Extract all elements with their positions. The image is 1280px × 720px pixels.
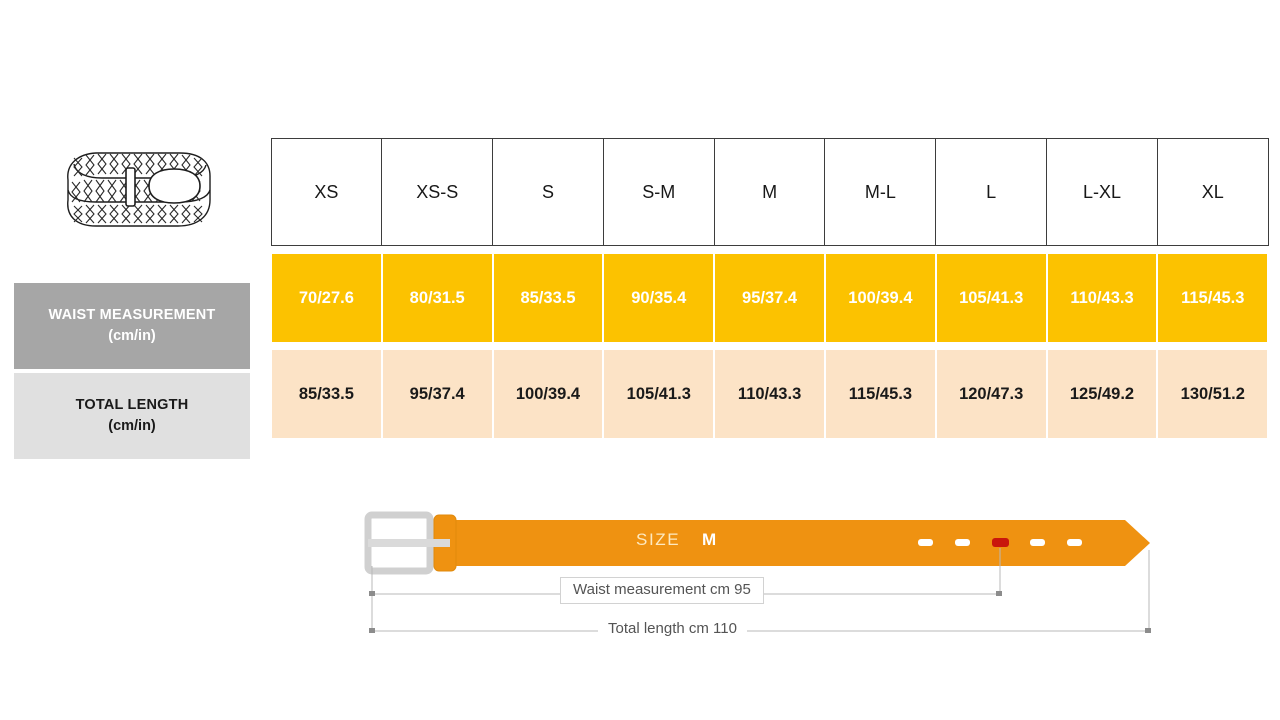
table-spacer-cell — [271, 245, 1269, 254]
length-value-cell: 110/43.3 — [713, 350, 826, 438]
size-chart-table: XS XS-S S S-M M M-L L L-XL XL 70/27.6 80… — [270, 138, 1270, 438]
length-value-cell: 130/51.2 — [1156, 350, 1270, 438]
row-label-waist-measurement: WAIST MEASUREMENT (cm/in) — [14, 283, 250, 369]
table-row-waist-measurement: 70/27.6 80/31.5 85/33.5 90/35.4 95/37.4 … — [270, 254, 1270, 342]
waist-value-cell: 95/37.4 — [713, 254, 826, 342]
size-header-cell: S — [492, 138, 604, 246]
row-label-length-units: (cm/in) — [108, 418, 156, 434]
waist-value-cell: 115/45.3 — [1156, 254, 1270, 342]
size-header-cell: S-M — [602, 138, 715, 246]
waist-value-cell: 100/39.4 — [823, 254, 937, 342]
length-value-cell: 120/47.3 — [934, 350, 1048, 438]
row-label-total-length: TOTAL LENGTH (cm/in) — [14, 373, 250, 459]
length-value-cell: 105/41.3 — [602, 350, 716, 438]
length-value-cell: 115/45.3 — [823, 350, 937, 438]
row-label-waist-title: WAIST MEASUREMENT — [48, 306, 216, 323]
table-row-total-length: 85/33.5 95/37.4 100/39.4 105/41.3 110/43… — [270, 350, 1270, 438]
waist-value-cell: 110/43.3 — [1045, 254, 1159, 342]
table-spacer — [271, 342, 1269, 350]
table-spacer-cell — [271, 342, 1269, 350]
waist-value-cell: 85/33.5 — [491, 254, 605, 342]
waist-measurement-callout: Waist measurement cm 95 — [560, 577, 764, 604]
size-header-cell: XS — [270, 138, 383, 246]
total-length-callout: Total length cm 110 — [598, 618, 747, 639]
size-header-cell: XS-S — [381, 138, 494, 246]
dimension-end-ticks — [369, 591, 1151, 633]
size-header-cell: XL — [1156, 138, 1269, 246]
waist-value-cell: 105/41.3 — [934, 254, 1048, 342]
waist-value-cell: 70/27.6 — [270, 254, 383, 342]
braided-belt-icon — [67, 152, 211, 227]
row-label-waist-units: (cm/in) — [108, 328, 156, 344]
length-value-cell: 100/39.4 — [491, 350, 605, 438]
row-label-length-title: TOTAL LENGTH — [75, 396, 189, 413]
belt-hole — [955, 539, 970, 546]
belt-size-value: M — [702, 530, 717, 549]
waist-value-cell: 90/35.4 — [602, 254, 716, 342]
table-row-sizes: XS XS-S S S-M M M-L L L-XL XL — [270, 138, 1269, 246]
length-value-cell: 125/49.2 — [1045, 350, 1159, 438]
table-spacer — [271, 245, 1269, 254]
size-header-cell: M — [713, 138, 826, 246]
size-header-cell: M-L — [824, 138, 937, 246]
belt-hole-active — [992, 538, 1009, 547]
length-value-cell: 85/33.5 — [270, 350, 383, 438]
belt-size-label: SIZE — [636, 530, 681, 549]
belt-buckle-prong — [368, 539, 450, 547]
length-value-cell: 95/37.4 — [380, 350, 494, 438]
belt-strap — [420, 520, 1150, 566]
size-header-cell: L — [935, 138, 1048, 246]
belt-hole — [918, 539, 933, 546]
size-header-cell: L-XL — [1046, 138, 1158, 246]
belt-hole — [1030, 539, 1045, 546]
waist-value-cell: 80/31.5 — [380, 254, 494, 342]
belt-measurement-diagram — [364, 511, 1151, 633]
belt-hole — [1067, 539, 1082, 546]
